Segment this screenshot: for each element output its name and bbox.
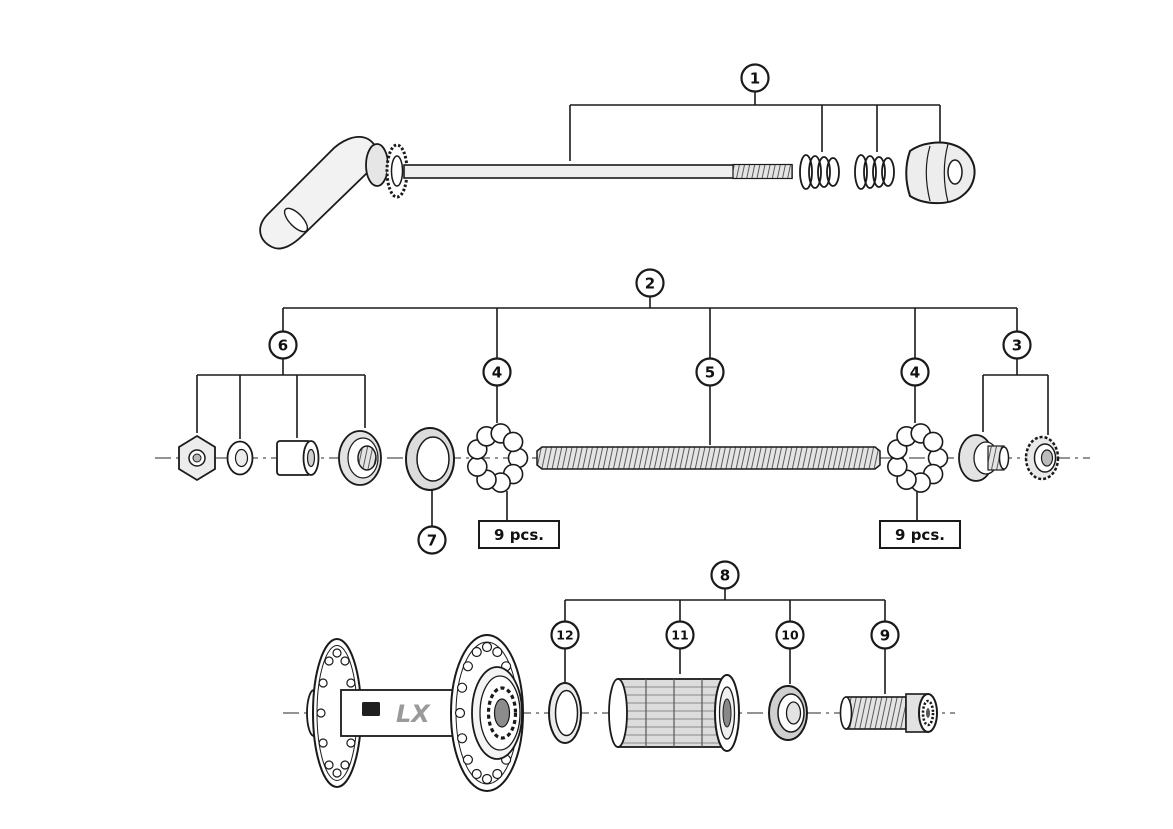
dust-cap (405, 427, 455, 491)
qty-left-label: 9 pcs. (494, 526, 544, 544)
fixing-bolt (839, 693, 938, 733)
callout-10: 10 (775, 620, 805, 650)
callout-1-label: 1 (750, 70, 760, 88)
callout-3-leader (982, 358, 1049, 435)
callout-8-leader (564, 588, 886, 621)
callout-7: 7 (417, 525, 447, 555)
shimano-logo-mark (362, 702, 380, 716)
callout-3: 3 (1002, 330, 1032, 360)
lever-pivot-head (365, 143, 389, 187)
hub-body: LX (306, 634, 524, 792)
callout-12: 12 (550, 620, 580, 650)
callout-2-leader (282, 296, 1018, 358)
callout-4-left: 4 (482, 357, 512, 387)
callout-10-label: 10 (781, 628, 799, 643)
callout-6-label: 6 (278, 337, 288, 355)
spacer (276, 440, 320, 476)
quick-release-lever (259, 136, 389, 250)
callout-11: 11 (665, 620, 695, 650)
washer (226, 440, 254, 476)
callout-7-label: 7 (427, 532, 437, 550)
callout-6: 6 (268, 330, 298, 360)
callout-5-label: 5 (705, 364, 715, 382)
ball-bearings-left (466, 423, 529, 493)
axle (536, 446, 881, 470)
locknut-right (1024, 435, 1060, 481)
lever-slot (283, 207, 309, 233)
callout-1: 1 (740, 63, 770, 93)
callout-2-label: 2 (645, 275, 655, 293)
callout-8: 8 (710, 560, 740, 590)
cone-right (958, 434, 1010, 482)
qty-box-right: 9 pcs. (879, 520, 961, 549)
freehub-segment-lines (645, 679, 703, 747)
cone-left (338, 430, 382, 486)
hub-logo-text: LX (396, 700, 431, 728)
qty-box-left: 9 pcs. (478, 520, 560, 549)
callout-4-right: 4 (900, 357, 930, 387)
callout-8-label: 8 (720, 567, 730, 585)
qty-right-label: 9 pcs. (895, 526, 945, 544)
locknut-left (178, 434, 216, 482)
ball-bearings-right (886, 423, 949, 493)
hub-assembly: LX (283, 560, 955, 792)
skewer-rod (403, 163, 793, 180)
callout-9-label: 9 (880, 627, 890, 645)
freehub-body (608, 674, 740, 752)
hub-spline-bore (471, 666, 523, 760)
callout-2: 2 (635, 268, 665, 298)
callout-5: 5 (695, 357, 725, 387)
left-flange-spoke-holes (316, 648, 356, 778)
callout-11-label: 11 (671, 628, 688, 643)
seal-cone (768, 685, 808, 741)
hub-left-flange (312, 638, 362, 788)
callout-12-label: 12 (556, 628, 573, 643)
axle-assembly: 9 pcs. 9 pcs. 2 6 3 4 5 4 (155, 268, 1090, 555)
skewer-spring-left (799, 154, 840, 190)
callout-3-label: 3 (1012, 337, 1022, 355)
callout-9: 9 (870, 620, 900, 650)
skewer-spring-right (854, 154, 895, 190)
skewer-end-nut (905, 141, 976, 205)
freehub-spline-lines (620, 686, 724, 744)
callout-6-leader (196, 358, 366, 439)
callout-4-left-label: 4 (492, 364, 502, 382)
callout-1-leader (569, 91, 941, 161)
spacer-ring (548, 682, 582, 744)
skewer-thread-section (732, 163, 793, 180)
callout-4-right-label: 4 (910, 364, 920, 382)
quick-release-assembly: 1 (259, 63, 976, 250)
